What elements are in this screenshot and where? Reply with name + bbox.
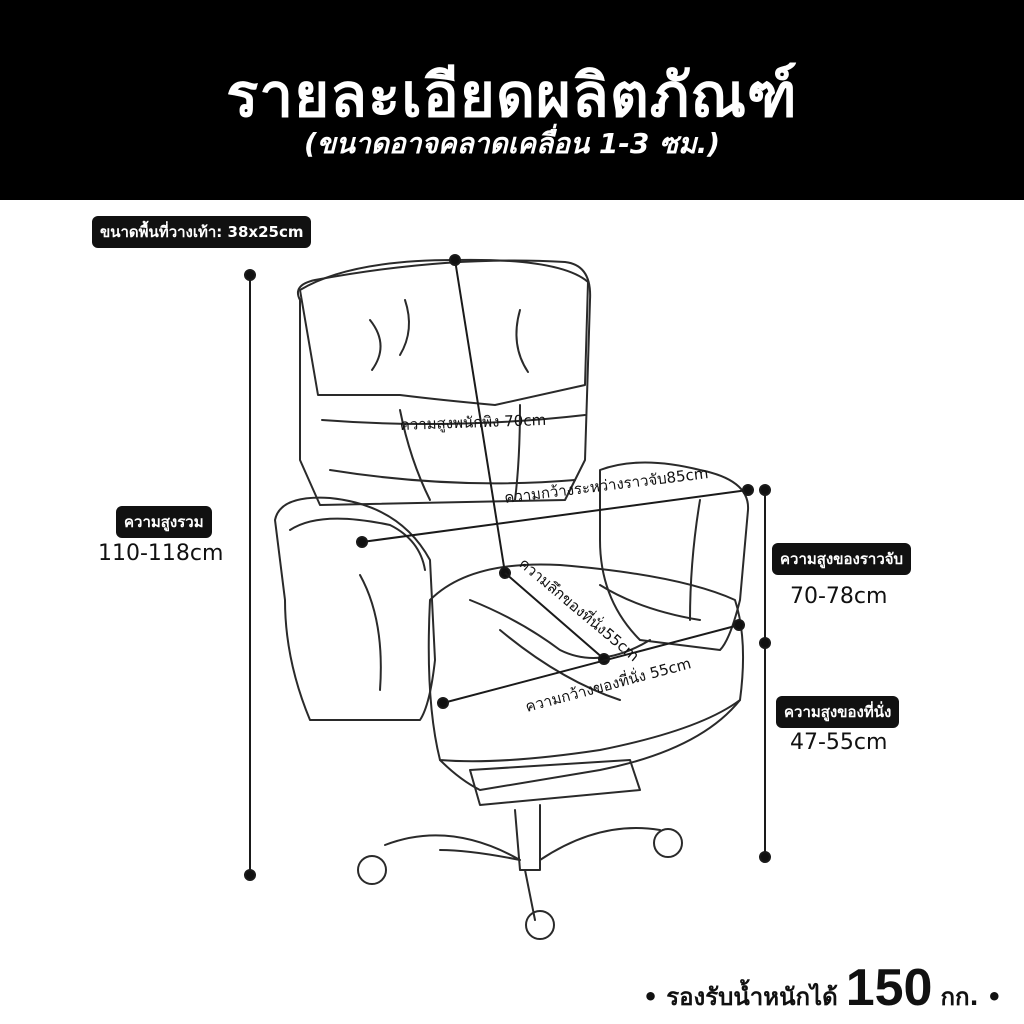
page-title: รายละเอียดผลิตภัณฑ์ bbox=[226, 61, 798, 131]
bullet-right: • bbox=[986, 983, 1002, 1011]
caster-left bbox=[357, 855, 387, 885]
seat-depth-label: ความลึกของที่นั่ง55cm bbox=[515, 553, 644, 665]
armrest-width-label: ความกว้างระหว่างราวจับ85cm bbox=[503, 464, 709, 507]
seat-height-badge: ความสูงของที่นั่ง bbox=[776, 696, 900, 728]
armrest-height-badge: ความสูงของราวจับ bbox=[772, 543, 912, 575]
page-subtitle: (ขนาดอาจคลาดเคลื่อน 1-3 ซม.) bbox=[303, 127, 721, 160]
weight-capacity-unit: กก. bbox=[940, 983, 979, 1011]
armrest-height-value: 70-78cm bbox=[790, 584, 888, 609]
caster-front bbox=[525, 910, 555, 940]
total-height-value: 110-118cm bbox=[98, 541, 224, 566]
footrest-size-badge: ขนาดพื้นที่วางเท้า: 38x25cm bbox=[92, 216, 312, 248]
headrest-pillow bbox=[299, 258, 589, 406]
caster-right bbox=[653, 828, 683, 858]
header-banner: รายละเอียดผลิตภัณฑ์ (ขนาดอาจคลาดเคลื่อน … bbox=[0, 0, 1024, 200]
bullet-left: • bbox=[642, 983, 659, 1011]
weight-capacity-number: 150 bbox=[845, 959, 933, 1017]
right-armrest bbox=[599, 461, 750, 651]
seat-cushion bbox=[427, 563, 745, 763]
weight-capacity-prefix: รองรับน้ำหนักได้ bbox=[666, 983, 838, 1011]
gas-cylinder bbox=[514, 804, 541, 871]
backrest-outline bbox=[296, 259, 592, 506]
left-armrest bbox=[274, 496, 436, 721]
weight-capacity: • รองรับน้ำหนักได้ 150 กก. • bbox=[643, 958, 1002, 1018]
total-height-badge: ความสูงรวม bbox=[116, 506, 212, 538]
footrest bbox=[469, 759, 641, 806]
seat-height-value: 47-55cm bbox=[790, 730, 888, 755]
backrest-height-label: ความสูงพนักพิง 70cm bbox=[400, 411, 547, 434]
base-legs bbox=[384, 827, 661, 921]
